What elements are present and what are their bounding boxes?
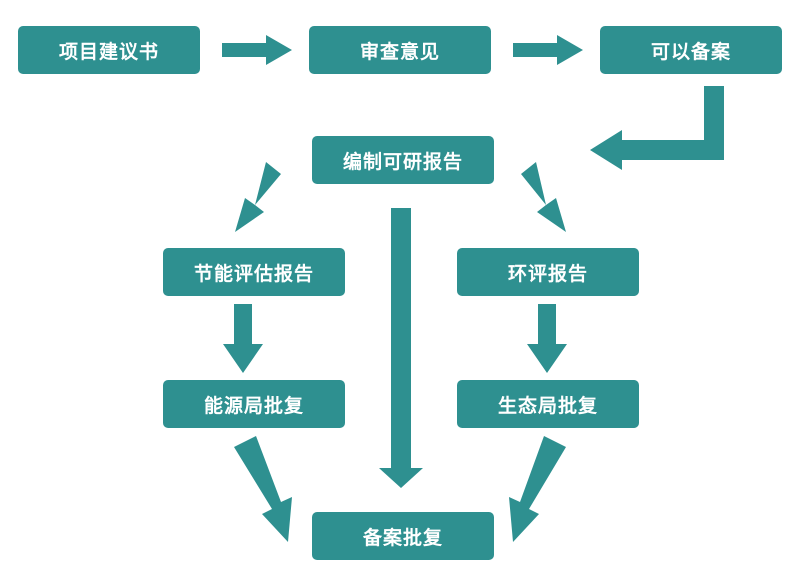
arrow-eco-bureau-to-filing xyxy=(509,436,566,542)
node-label: 生态局批复 xyxy=(497,394,598,417)
node-energy-assessment-report: 节能评估报告 xyxy=(163,248,345,296)
node-label: 环评报告 xyxy=(507,262,588,285)
arrow-energy-report-to-bureau xyxy=(223,304,263,373)
arrow-proposal-to-review xyxy=(222,35,292,65)
node-environmental-report: 环评报告 xyxy=(457,248,639,296)
node-review-opinion: 审查意见 xyxy=(309,26,491,74)
node-label: 备案批复 xyxy=(362,526,443,549)
node-filing-approval: 备案批复 xyxy=(312,512,494,560)
arrow-feasibility-to-energy-report xyxy=(235,162,281,232)
arrow-energy-bureau-to-filing xyxy=(234,436,292,542)
node-prepare-feasibility-report: 编制可研报告 xyxy=(312,136,494,184)
node-label: 编制可研报告 xyxy=(342,150,463,173)
node-approved-filing: 可以备案 xyxy=(600,26,782,74)
node-label: 项目建议书 xyxy=(58,40,159,63)
arrow-approved-to-feasibility xyxy=(590,86,724,170)
arrow-env-report-to-bureau xyxy=(527,304,567,373)
arrow-review-to-approved xyxy=(513,35,583,65)
node-energy-bureau-approval: 能源局批复 xyxy=(163,380,345,428)
node-project-proposal: 项目建议书 xyxy=(18,26,200,74)
node-ecology-bureau-approval: 生态局批复 xyxy=(457,380,639,428)
arrow-feasibility-to-filing xyxy=(379,208,423,488)
node-label: 节能评估报告 xyxy=(193,262,314,285)
node-label: 审查意见 xyxy=(359,40,440,63)
arrow-feasibility-to-env-report xyxy=(521,162,566,232)
node-label: 能源局批复 xyxy=(203,394,304,417)
node-label: 可以备案 xyxy=(650,40,731,63)
